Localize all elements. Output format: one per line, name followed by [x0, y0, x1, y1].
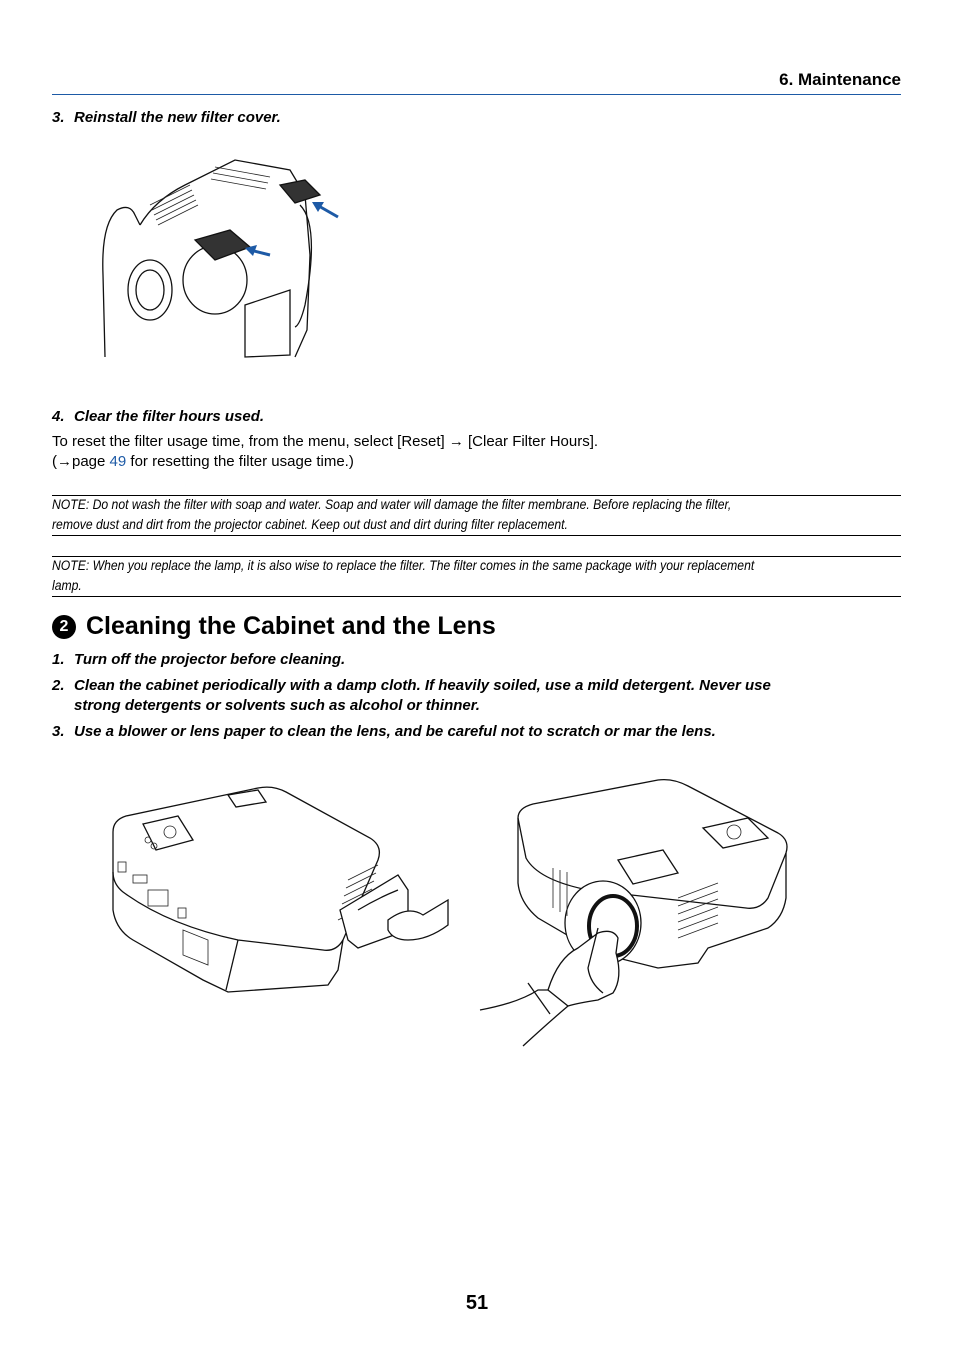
step-turn-off: 1. Turn off the projector before cleaning…: [52, 650, 345, 670]
step-number: 3.: [52, 723, 65, 740]
reference-prefix: (→page: [52, 453, 110, 470]
cabinet-vacuum-illustration: [112, 786, 449, 993]
note-rule-top: [52, 495, 901, 496]
step-text: Clear the filter hours used.: [74, 408, 265, 425]
step-number: 3.: [52, 109, 65, 126]
step-number: 4.: [52, 408, 65, 425]
step-number: 2.: [52, 677, 65, 694]
note-lamp-replacement: NOTE: When you replace the lamp, it is a…: [52, 555, 901, 595]
step-clean-cabinet: 2. Clean the cabinet periodically with a …: [52, 676, 771, 716]
section-number-bullet: 2: [52, 614, 76, 639]
header-rule: [52, 94, 901, 95]
section-title-text: Cleaning the Cabinet and the Lens: [86, 612, 496, 640]
step-clean-lens: 3. Use a blower or lens paper to clean th…: [52, 722, 716, 742]
filter-cover-illustration: [102, 159, 339, 358]
section-title: 2 Cleaning the Cabinet and the Lens: [52, 612, 496, 641]
step-text: Clean the cabinet periodically with a da…: [74, 677, 771, 694]
note-line: NOTE: When you replace the lamp, it is a…: [52, 557, 755, 573]
step-number: 1.: [52, 651, 65, 668]
step-text: Use a blower or lens paper to clean the …: [74, 723, 716, 740]
note-rule-bottom: [52, 535, 901, 536]
step-text: Turn off the projector before cleaning.: [74, 651, 346, 668]
lens-cleaning-illustration: [479, 778, 788, 1047]
note-line: NOTE: Do not wash the filter with soap a…: [52, 496, 732, 512]
section-header: 6. Maintenance: [779, 70, 901, 89]
step-clear-filter-hours: 4. Clear the filter hours used.: [52, 407, 264, 427]
reset-page-reference: (→page 49 for resetting the filter usage…: [52, 452, 354, 472]
note-line: lamp.: [52, 577, 82, 593]
reset-instruction: To reset the filter usage time, from the…: [52, 433, 599, 450]
note-rule-bottom: [52, 596, 901, 597]
page-number: 51: [465, 1292, 489, 1314]
step-text-cont: strong detergents or solvents such as al…: [74, 697, 480, 714]
note-filter-washing: NOTE: Do not wash the filter with soap a…: [52, 494, 901, 534]
page-49-link[interactable]: 49: [109, 453, 127, 470]
reference-suffix: for resetting the filter usage time.): [126, 453, 354, 470]
note-line: remove dust and dirt from the projector …: [52, 516, 568, 532]
step-text: Reinstall the new filter cover.: [74, 109, 281, 126]
step-reinstall-filter-cover: 3. Reinstall the new filter cover.: [52, 108, 281, 128]
note-rule-top: [52, 556, 901, 557]
